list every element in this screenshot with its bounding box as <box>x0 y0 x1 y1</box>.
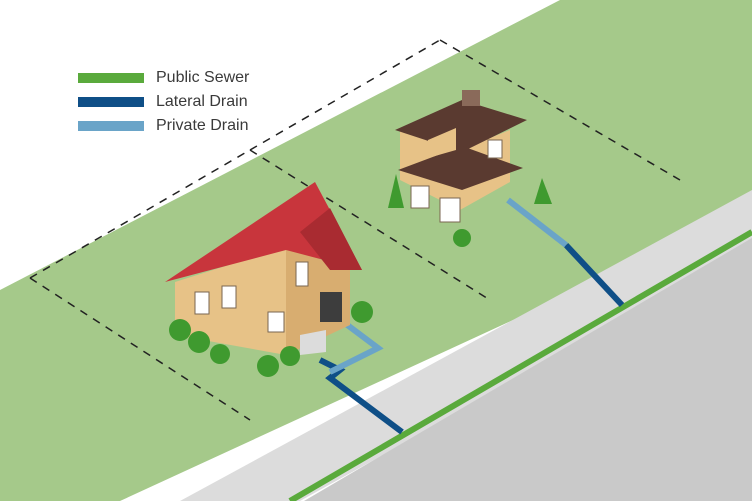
public-sewer-swatch <box>78 73 144 83</box>
legend-item-lateral-drain: Lateral Drain <box>78 90 249 114</box>
legend-item-private-drain: Private Drain <box>78 114 249 138</box>
villa-icon <box>395 90 527 223</box>
lateral-drains <box>318 242 625 435</box>
legend-item-public-sewer: Public Sewer <box>78 66 249 90</box>
bush-icon <box>169 301 373 377</box>
bush-icon <box>388 174 552 247</box>
plot-boundaries <box>29 39 681 421</box>
legend-label: Private Drain <box>156 117 249 134</box>
road <box>304 238 752 501</box>
sidewalk <box>180 190 752 501</box>
legend-label: Public Sewer <box>156 69 250 86</box>
legend: Public Sewer Lateral Drain Private Drain <box>78 66 249 138</box>
private-drain-swatch <box>78 121 144 131</box>
private-drains <box>328 197 568 375</box>
public-sewer-line <box>288 229 752 501</box>
house-icon <box>165 182 362 355</box>
lateral-drain-swatch <box>78 97 144 107</box>
legend-label: Lateral Drain <box>156 93 248 110</box>
